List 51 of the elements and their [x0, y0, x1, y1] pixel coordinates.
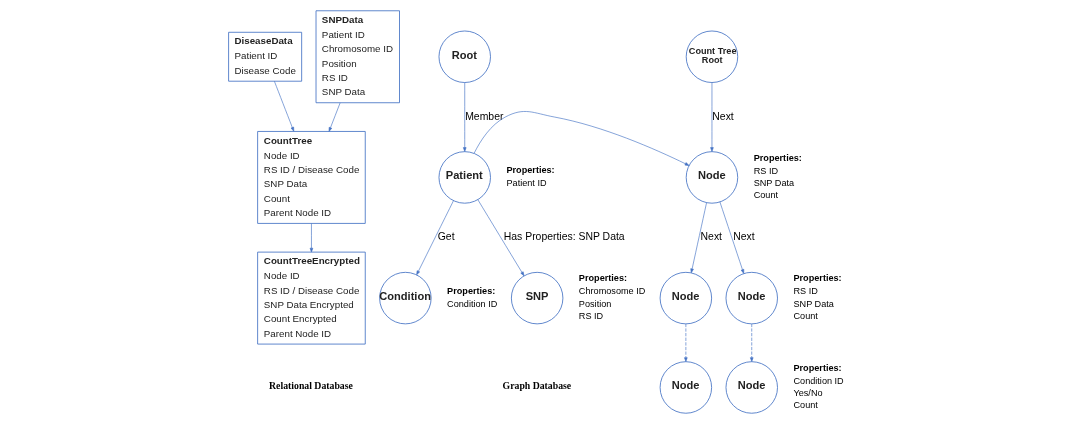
node-circle: Node — [659, 361, 712, 414]
edge-label: Next — [700, 231, 722, 243]
node-circle: Root — [438, 30, 491, 83]
edge-label: Member — [464, 110, 503, 122]
arrow — [477, 199, 524, 277]
arrow — [462, 82, 466, 152]
node-label: Properties: — [505, 164, 555, 175]
node-box: CountTree Node ID RS ID / Disease Code SNP Data Count Parent Node ID — [256, 131, 366, 224]
node-label: Properties: — [792, 362, 842, 373]
node-circle: Count Tree Root — [685, 30, 738, 83]
node-box: CountTreeEncrypted Node ID RS ID / Disease Code SNP Data Encrypted Count Encrypted Parent Node ID — [256, 251, 366, 345]
node-label: Chromosome ID — [578, 286, 645, 297]
arrow — [689, 202, 707, 274]
node-label: Condition ID — [792, 375, 844, 386]
node-label: SNP Data — [792, 298, 834, 309]
arrow — [328, 102, 340, 132]
edge-label: Next — [711, 110, 734, 122]
edge-label: Has Properties: SNP Data — [503, 231, 625, 243]
node-label: RS ID — [753, 165, 778, 176]
arrow — [709, 82, 714, 152]
arrow — [415, 200, 454, 276]
node-label: Position — [578, 298, 611, 309]
node-label: Count — [792, 311, 818, 322]
node-label: Yes/No — [792, 388, 823, 399]
node-box: SNPData Patient ID Chromosome ID Position RS ID SNP Data — [315, 10, 400, 104]
arrow — [473, 111, 689, 166]
label: Relational Database — [268, 380, 353, 392]
node-label: Patient ID — [505, 178, 547, 189]
label: Graph Database — [502, 380, 571, 392]
arrow — [719, 201, 744, 274]
node-label: Condition ID — [446, 298, 497, 309]
node-label: Properties: — [753, 152, 802, 163]
node-label: Properties: — [446, 285, 495, 296]
node-label: Properties: — [792, 273, 842, 284]
arrow — [683, 323, 688, 362]
arrow — [749, 323, 753, 362]
edge-label: Next — [732, 231, 755, 243]
node-circle: Node — [659, 271, 712, 325]
node-label: RS ID — [578, 311, 603, 322]
node-circle: Node — [725, 271, 778, 325]
node-label: RS ID — [792, 286, 818, 297]
node-circle: Patient — [438, 151, 491, 204]
arrow — [309, 223, 313, 253]
node-circle: Node — [725, 361, 778, 414]
node-label: Properties: — [578, 273, 627, 284]
node-box: DiseaseData Patient ID Disease Code — [227, 31, 302, 82]
node-label: SNP Data — [753, 178, 794, 189]
arrow — [273, 80, 294, 132]
node-label: Count — [792, 400, 818, 411]
edge-label: Get — [437, 231, 455, 243]
node-label: Count — [753, 190, 778, 201]
